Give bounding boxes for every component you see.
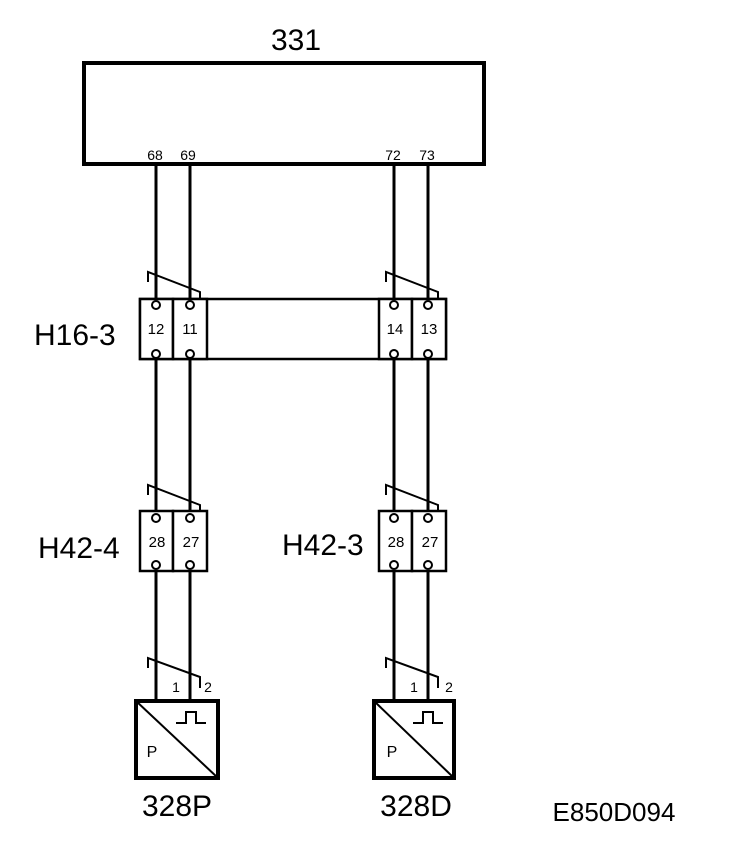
pin-hole [389, 300, 399, 310]
twisted-pair-marker [385, 270, 439, 300]
pin-hole [423, 349, 433, 359]
pin-hole [389, 560, 399, 570]
ecu-pin-69: 69 [180, 147, 196, 163]
twisted-pair-marker [385, 483, 439, 513]
pulse-signal-icon [176, 711, 206, 724]
pin-hole [389, 349, 399, 359]
h16-3-pin-12: 12 [148, 321, 165, 338]
328p-label: 328P [142, 790, 212, 823]
twisted-pair-marker [385, 656, 439, 688]
h16-3-pin-13: 13 [421, 321, 438, 338]
ecu-pin-72: 72 [385, 147, 401, 163]
pin-hole [389, 513, 399, 523]
328d-pin-2: 2 [445, 679, 453, 695]
h42-4-label: H42-4 [38, 532, 120, 565]
pressure-symbol: P [147, 744, 158, 761]
pin-hole [185, 560, 195, 570]
328d-label: 328D [380, 790, 452, 823]
pin-hole [423, 560, 433, 570]
ecu-pin-73: 73 [419, 147, 435, 163]
h16-3-pin-14: 14 [387, 321, 404, 338]
ecu-pin-68: 68 [147, 147, 163, 163]
ecu-label: 331 [271, 24, 321, 57]
pin-hole [185, 300, 195, 310]
h42-3-pin-27: 27 [422, 534, 439, 551]
pin-hole [151, 560, 161, 570]
328p-pin-1: 1 [172, 679, 180, 695]
ecu-box [82, 61, 486, 166]
328p-pin-2: 2 [204, 679, 212, 695]
sensor-diagonal [135, 700, 219, 779]
twisted-pair-marker [147, 656, 201, 688]
pin-hole [185, 513, 195, 523]
drawing-code: E850D094 [553, 797, 676, 827]
pin-hole [185, 349, 195, 359]
sensor-diagonal [373, 700, 455, 779]
pin-hole [151, 300, 161, 310]
twisted-pair-marker [147, 270, 201, 300]
twisted-pair-marker [147, 483, 201, 513]
pressure-symbol: P [387, 744, 398, 761]
h42-3-pin-28: 28 [388, 534, 405, 551]
pin-hole [423, 300, 433, 310]
pin-hole [423, 513, 433, 523]
h42-3-label: H42-3 [282, 529, 364, 562]
pulse-signal-icon [413, 711, 443, 724]
h16-3-label: H16-3 [34, 319, 116, 352]
h16-3-pin-11: 11 [182, 321, 198, 338]
pin-hole [151, 513, 161, 523]
h42-4-pin-28: 28 [149, 534, 166, 551]
h42-4-pin-27: 27 [183, 534, 200, 551]
pin-hole [151, 349, 161, 359]
328d-pin-1: 1 [410, 679, 418, 695]
